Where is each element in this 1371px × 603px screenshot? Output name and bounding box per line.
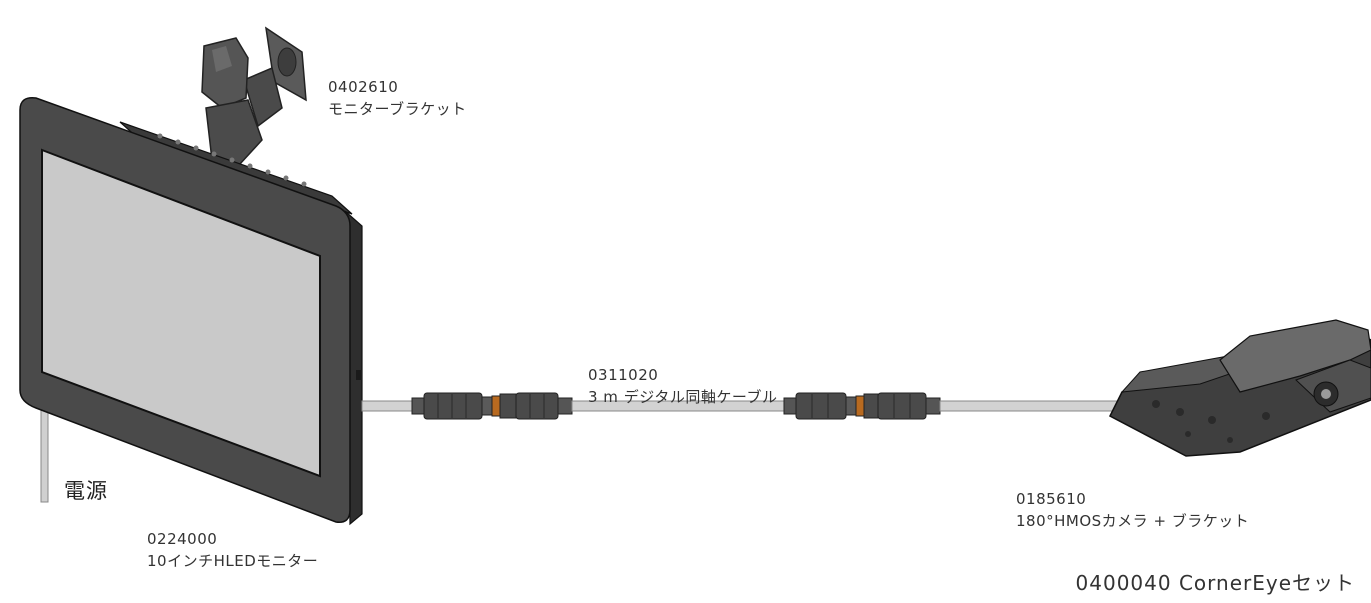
cable-code: 0311020 [588,366,659,384]
camera-cable [939,400,1131,412]
cable-label: 0311020 3 m デジタル同軸ケーブル [588,364,778,408]
camera-name: 180°HMOSカメラ + ブラケット [1016,512,1250,530]
connector-right [783,392,941,420]
monitor-label: 0224000 10インチHLEDモニター [147,528,318,572]
cable-name: 3 m デジタル同軸ケーブル [588,388,778,406]
monitor-code: 0224000 [147,530,218,548]
camera-illustration [1109,319,1371,457]
monitor-name: 10インチHLEDモニター [147,552,319,570]
bracket-name: モニターブラケット [328,100,467,118]
bracket-label: 0402610 モニターブラケット [328,76,467,120]
set-label: 0400040 CornerEyeセット [1075,571,1355,595]
camera-code: 0185610 [1016,490,1087,508]
monitor-bracket-illustration [201,26,307,165]
power-label: 電源 [64,479,108,503]
monitor-illustration [19,97,363,526]
monitor-cable [361,400,415,412]
connector-left [411,392,573,420]
bracket-code: 0402610 [328,78,399,96]
camera-label: 0185610 180°HMOSカメラ + ブラケット [1016,488,1249,532]
